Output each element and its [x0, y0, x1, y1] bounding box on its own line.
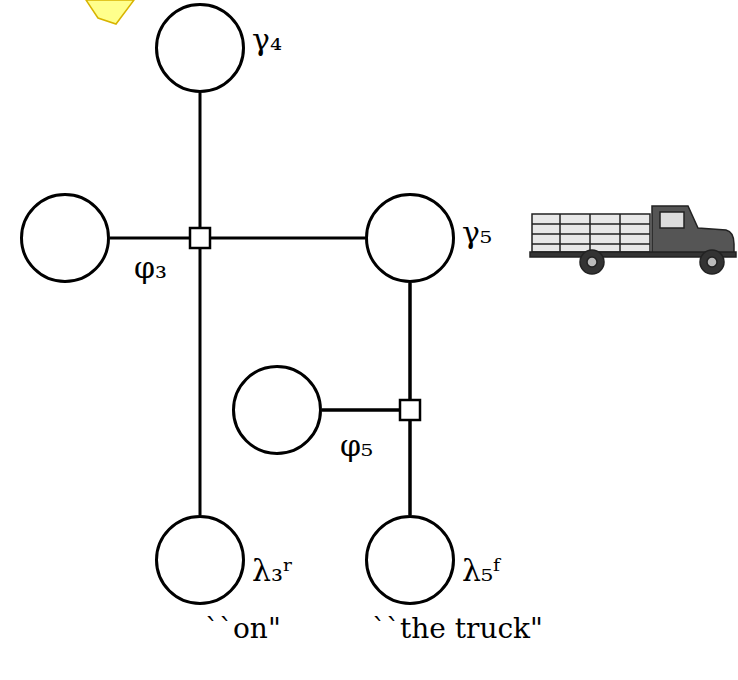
variable-label: γ₅ — [462, 215, 492, 251]
word-label: ``the truck" — [372, 612, 543, 646]
circle-outline — [365, 515, 455, 605]
variable-circle: γ₅ — [365, 193, 455, 283]
circle-outline — [365, 193, 455, 283]
sticky-note-corner — [86, 0, 134, 24]
circle-shape — [157, 517, 244, 604]
factor-square — [190, 228, 210, 248]
factor-edge — [110, 237, 365, 240]
circle-shape — [234, 367, 321, 454]
circle-outline — [20, 193, 110, 283]
factor-square — [400, 400, 420, 420]
variable-circle: φ₃ — [20, 193, 110, 283]
circle-outline — [155, 3, 245, 93]
variable-label: γ₄ — [252, 22, 282, 58]
circle-shape — [157, 5, 244, 92]
factor-edge — [322, 283, 410, 410]
truck-illustration — [530, 206, 736, 274]
variable-circle: λ₅ᶠ``the truck" — [365, 515, 455, 605]
word-label: ``on" — [205, 612, 281, 646]
circle-outline — [232, 365, 322, 455]
circle-outline — [155, 515, 245, 605]
circle-shape — [367, 195, 454, 282]
factor-edge — [322, 410, 410, 515]
factor-edge — [199, 93, 202, 515]
variable-circle: λ₃ʳ``on" — [155, 515, 245, 605]
circle-shape — [367, 517, 454, 604]
circle-shape — [22, 195, 109, 282]
variable-circle: γ₄ — [155, 3, 245, 93]
variable-label: φ₃ — [134, 250, 167, 286]
variable-label: λ₅ᶠ — [462, 553, 500, 589]
variable-label: φ₅ — [340, 428, 373, 464]
variable-circle: φ₅ — [232, 365, 322, 455]
variable-label: λ₃ʳ — [252, 553, 293, 589]
